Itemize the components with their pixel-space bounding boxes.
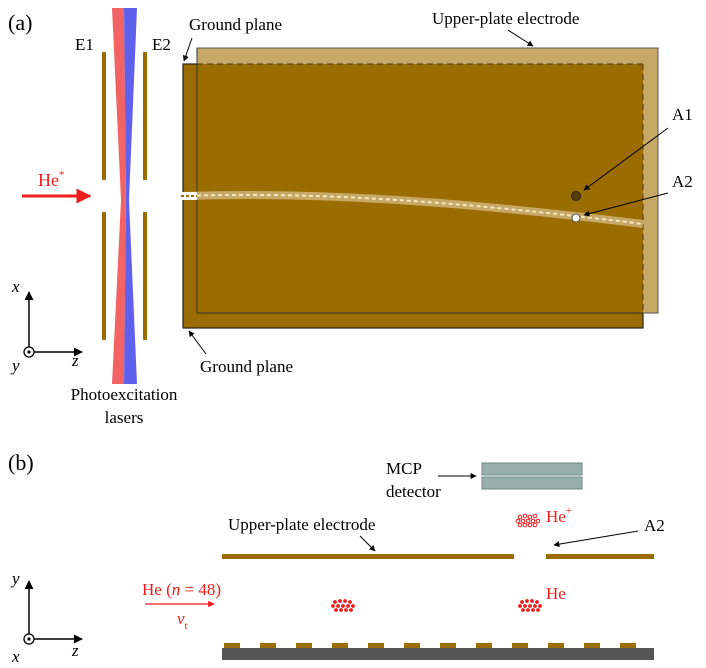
aperture-a2-leader-b [553, 530, 639, 548]
panel-b-label: (b) [8, 450, 34, 475]
aperture-a1-leader [583, 127, 669, 191]
lasers-label-line1: Photoexcitation [71, 385, 178, 404]
aperture-a1 [571, 191, 581, 201]
ground-plane-bottom-label: Ground plane [200, 357, 293, 376]
laser-red-beam [112, 8, 126, 384]
axis-z-label: z [71, 351, 79, 370]
axis-y-label: y [10, 356, 20, 375]
atom-cloud-left [331, 599, 355, 612]
mcp-plate-bottom [481, 476, 583, 490]
laser-blue-beam [124, 8, 137, 384]
velocity-label: vt [177, 609, 188, 632]
aperture-a2-label-b: A2 [644, 516, 665, 535]
panel-a-label: (a) [8, 10, 32, 35]
upper-plate-label-b: Upper-plate electrode [228, 515, 375, 534]
ground-segments [224, 643, 636, 648]
upper-plate-label: Upper-plate electrode [432, 9, 579, 28]
ground-plane-top-label: Ground plane [189, 15, 282, 34]
ground-plane-top-leader [182, 37, 193, 62]
aperture-a2-label: A2 [672, 172, 693, 191]
ground-plane-bottom-leader [188, 330, 207, 355]
axis-x-label-b: x [11, 647, 20, 666]
upper-plate-left [222, 554, 514, 559]
axis-z-label-b: z [71, 641, 79, 660]
panel-a: (a) E1 E2 He* [8, 8, 693, 427]
lasers-label-line2: lasers [105, 408, 144, 427]
upper-plate-leader [507, 29, 534, 47]
electrode-e1-label: E1 [75, 35, 94, 54]
mcp-plate-top [481, 462, 583, 476]
upper-plate-right [546, 554, 654, 559]
mcp-label-line1: MCP [386, 459, 422, 478]
beam-label: He* [38, 169, 65, 190]
ion-cloud [515, 513, 541, 528]
axis-y-label-b: y [10, 569, 20, 588]
aperture-a2 [571, 213, 581, 223]
beam-label-b: He (n = 48) [142, 580, 221, 599]
panel-b: (b) MCP detector He+ Upper-plate electro… [8, 450, 665, 666]
mcp-label-line2: detector [386, 482, 441, 501]
electrode-e1 [102, 52, 106, 340]
overlap-region [197, 64, 643, 313]
electrode-e2 [143, 52, 147, 340]
axes-a: x y z [10, 277, 83, 375]
electrode-e2-label: E2 [152, 35, 171, 54]
axis-x-label: x [11, 277, 20, 296]
he-label: He [546, 584, 566, 603]
ground-plane-b [222, 648, 654, 660]
atom-cloud-right [518, 599, 542, 612]
aperture-a1-label: A1 [672, 105, 693, 124]
ion-label: He+ [546, 505, 572, 526]
axes-b: y x z [10, 569, 83, 666]
upper-plate-leader-b [359, 535, 376, 552]
photoexcitation-lasers [112, 8, 137, 384]
aperture-a2-leader [583, 192, 669, 217]
